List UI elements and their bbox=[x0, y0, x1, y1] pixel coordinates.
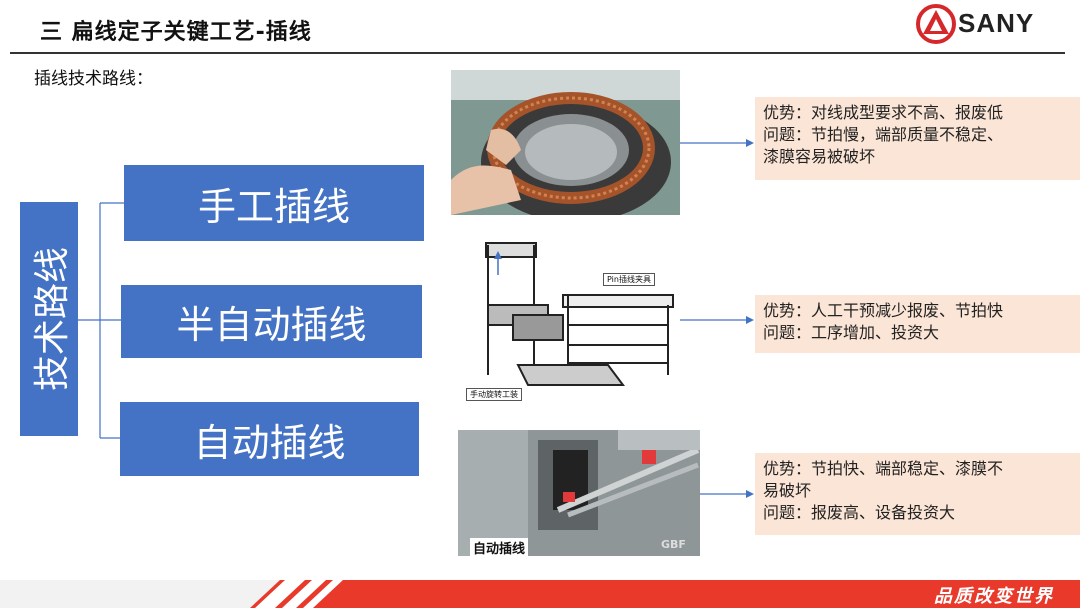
page-title: 三 扁线定子关键工艺-插线 bbox=[40, 20, 312, 45]
auto-machine-photo: 自动插线 GBF bbox=[458, 430, 700, 556]
note-auto: 优势：节拍快、端部稳定、漆膜不 易破坏 问题：报废高、设备投资大 bbox=[755, 453, 1080, 535]
auto-photo-caption: 自动插线 bbox=[470, 538, 529, 556]
method-semi-auto-box: 半自动插线 bbox=[121, 285, 422, 358]
note-manual: 优势：对线成型要求不高、报废低 问题：节拍慢，端部质量不稳定、 漆膜容易被破坏 bbox=[755, 97, 1080, 180]
brand-name: SANY bbox=[958, 8, 1035, 38]
section-subtitle: 插线技术路线： bbox=[34, 69, 153, 89]
fixture-callout: Pin插线夹具 bbox=[603, 273, 655, 286]
note-manual-problem-cont: 漆膜容易被破坏 bbox=[763, 147, 876, 166]
photo-watermark: GBF bbox=[661, 538, 686, 551]
note-semi-problem: 问题：工序增加、投资大 bbox=[763, 323, 940, 342]
footer-slogan: 品质改变世界 bbox=[934, 586, 1054, 607]
note-auto-problem: 问题：报废高、设备投资大 bbox=[763, 503, 956, 522]
route-label-box: 技术路线 bbox=[20, 202, 78, 436]
method-semi-auto-label: 半自动插线 bbox=[176, 303, 367, 347]
sany-logo: SANY bbox=[916, 4, 1066, 44]
rotary-tooling-callout: 手动旋转工装 bbox=[466, 388, 522, 401]
method-manual-label: 手工插线 bbox=[197, 184, 350, 229]
sany-emblem-icon bbox=[916, 4, 956, 44]
machine-drawing: Pin插线夹具 手动旋转工装 bbox=[458, 235, 680, 403]
stator-coil-photo bbox=[451, 70, 680, 215]
note-auto-advantage: 优势：节拍快、端部稳定、漆膜不 bbox=[763, 459, 1004, 478]
note-manual-problem: 问题：节拍慢，端部质量不稳定、 bbox=[763, 125, 1004, 144]
method-manual-box: 手工插线 bbox=[124, 165, 424, 241]
note-semi-auto: 优势：人工干预减少报废、节拍快 问题：工序增加、投资大 bbox=[755, 295, 1080, 353]
note-auto-advantage-cont: 易破坏 bbox=[763, 481, 812, 500]
footer-bar bbox=[0, 580, 1080, 608]
method-auto-label: 自动插线 bbox=[193, 420, 346, 465]
note-semi-advantage: 优势：人工干预减少报废、节拍快 bbox=[763, 301, 1004, 320]
note-manual-advantage: 优势：对线成型要求不高、报废低 bbox=[763, 103, 1004, 122]
header-divider bbox=[10, 52, 1065, 54]
method-auto-box: 自动插线 bbox=[120, 402, 419, 476]
